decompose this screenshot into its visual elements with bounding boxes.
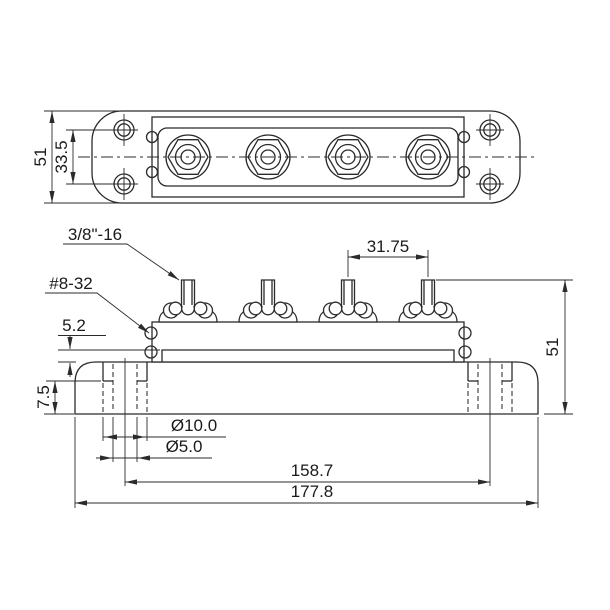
dimension-counterbore-depth: 7.5 (34, 380, 101, 415)
busbar-body (151, 321, 465, 363)
base-outline (74, 361, 539, 415)
stud-thread-text: 3/8"-16 (68, 225, 122, 244)
side-screw-bump-top-right-1 (457, 130, 471, 144)
front-view (74, 279, 539, 487)
side-screw-bump-top-left-1 (145, 130, 159, 144)
plate-height-label: 51 (31, 148, 50, 167)
mount-hole-spacing-text: 158.7 (291, 461, 334, 480)
label-terminal-screw: #8-32 (45, 274, 150, 334)
terminal-screw-text: #8-32 (49, 274, 92, 293)
counterbore-hole-left (102, 357, 148, 487)
side-screw-front-right-1 (458, 326, 472, 340)
mounting-hole-top-left-upper (109, 113, 139, 147)
dimension-hole-diameter: Ø5.0 (96, 417, 212, 462)
stud-assembly-2 (238, 279, 298, 323)
dimension-plate-height: 51 (31, 110, 122, 204)
overall-height-text: 51 (543, 338, 562, 357)
hole-spacing-top-label: 33.5 (52, 140, 71, 173)
dimension-stud-spacing: 31.75 (347, 237, 429, 277)
dimension-hole-spacing-top: 33.5 (52, 129, 113, 185)
mounting-hole-top-right-upper (475, 113, 505, 147)
stud-assembly-3 (318, 279, 378, 323)
side-screw-front-right-2 (458, 345, 472, 359)
counterbore-hole-right (467, 357, 513, 487)
dimension-overall-length: 177.8 (74, 417, 539, 508)
front-view-dimensions: 3/8"-16 #8-32 31.75 5.2 7.5 (34, 225, 573, 508)
counterbore-depth-text: 7.5 (34, 385, 53, 409)
dimension-mount-hole-spacing: 158.7 (125, 461, 490, 485)
mounting-hole-top-right-lower (475, 167, 505, 201)
dimension-counterbore-diameter: Ø10.0 (102, 416, 226, 441)
dimension-overall-height: 51 (436, 279, 573, 415)
mounting-hole-top-left-lower (109, 167, 139, 201)
label-stud-thread: 3/8"-16 (63, 225, 180, 281)
counterbore-dia-text: Ø10.0 (171, 416, 217, 435)
bar-lip-text: 5.2 (62, 316, 86, 335)
side-screw-front-left-2 (144, 345, 158, 359)
top-view-dimensions: 51 33.5 (31, 110, 122, 204)
stud-spacing-text: 31.75 (367, 237, 410, 256)
dimension-bar-lip: 5.2 (58, 316, 160, 377)
hole-dia-text: Ø5.0 (166, 437, 203, 456)
side-screw-bump-top-left-2 (145, 165, 159, 179)
side-screw-bump-top-right-2 (457, 165, 471, 179)
top-view (78, 110, 534, 204)
stud-assembly-1 (158, 279, 218, 323)
overall-length-text: 177.8 (291, 482, 334, 501)
stud-assembly-4 (398, 279, 458, 323)
side-screw-front-left-1 (144, 326, 158, 340)
busbar-lip (161, 349, 455, 362)
